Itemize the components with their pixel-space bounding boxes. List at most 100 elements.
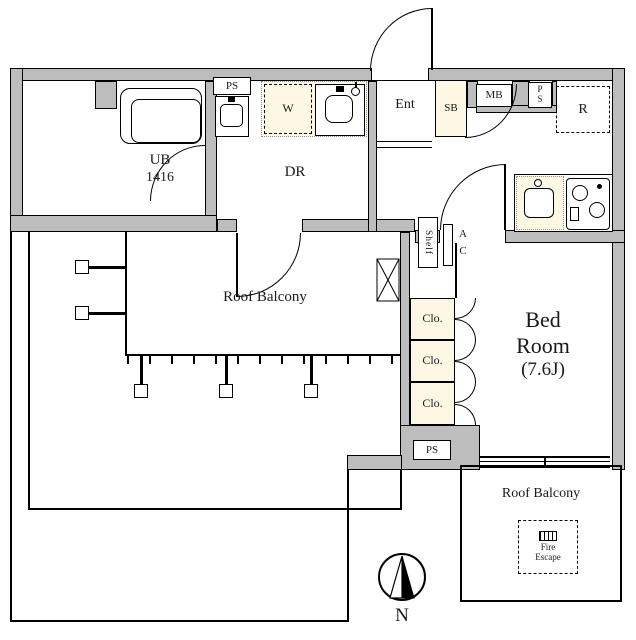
fence-left	[125, 232, 127, 356]
wall-top-left	[10, 68, 372, 81]
boundary-left	[10, 232, 12, 622]
roof-balcony-right-label: Roof Balcony	[478, 486, 604, 502]
shelf-label: Shelf	[423, 229, 434, 256]
balcony-inner-right	[400, 470, 402, 510]
ac-a: A	[459, 227, 467, 240]
shoe-box: SB	[435, 80, 467, 137]
ac-label-a: A	[456, 227, 470, 241]
dining-room-label: DR	[272, 163, 318, 183]
fence-bottom	[125, 354, 400, 356]
kitchen-sink	[524, 188, 554, 218]
ac-c: C	[459, 244, 467, 257]
stove-frame	[566, 178, 610, 230]
wall-notch	[95, 81, 117, 109]
pipe-space-top: PS	[213, 77, 251, 95]
boundary-right-lower	[347, 470, 349, 622]
ac-label-c: C	[456, 244, 470, 258]
dr-balcony-door-arc	[237, 233, 301, 297]
stove-burner-2	[589, 202, 605, 218]
ps-bottom-label: PS	[425, 443, 439, 456]
wall-dr-bottom-right	[302, 219, 415, 232]
closet3-door-arc-top	[455, 382, 476, 403]
wall-right	[612, 68, 625, 470]
bedroom-window-tick	[544, 457, 546, 467]
bathtub-inner	[131, 99, 201, 143]
outdoor-unit-icon	[376, 258, 400, 302]
bedroom-door-arc	[440, 164, 506, 230]
washer-space: W	[264, 84, 312, 134]
washbasin-bowl	[325, 95, 353, 123]
fence-post-2-foot	[219, 384, 233, 398]
vanity-basin	[220, 104, 243, 127]
faucet-spout	[355, 82, 357, 88]
pipe-space-right: P S	[528, 82, 552, 108]
fire-escape-ladder-icon	[539, 531, 557, 542]
ub-label: UB 1416	[126, 150, 194, 188]
shelf: Shelf	[418, 217, 438, 268]
fence-post-3	[310, 356, 313, 386]
fire-escape-hatch: Fire Escape	[518, 520, 578, 574]
refrigerator-space: R	[556, 86, 610, 133]
roof-balcony-right-text: Roof Balcony	[501, 485, 581, 501]
balcony-inner-bottom	[28, 508, 402, 510]
roof-balcony-left-label: Roof Balcony	[195, 289, 335, 307]
ub-name: UB	[149, 151, 171, 168]
ac-slot	[443, 224, 453, 266]
bedroom-line1: Bed	[525, 306, 561, 332]
closet1-door-arc-top	[455, 298, 476, 319]
entrance-step-line-2	[377, 147, 432, 148]
fence-post-3-foot	[304, 384, 318, 398]
wall-left	[10, 68, 23, 232]
bedroom-label: Bed Room (7.6J)	[493, 303, 593, 385]
vanity-tap	[228, 97, 235, 102]
sb-label: SB	[444, 102, 458, 115]
bathtub	[120, 88, 202, 144]
wall-balcony-bottom-band	[347, 455, 402, 470]
compass-north-label: N	[390, 603, 414, 629]
stove-grill	[570, 207, 579, 221]
faucet-icon	[351, 87, 360, 96]
ps-top-label: PS	[225, 79, 239, 92]
ent-text: Ent	[395, 96, 415, 112]
roof-balcony-right	[460, 465, 622, 602]
entrance-door-leaf	[431, 8, 433, 70]
fence-post-2	[225, 356, 228, 386]
washbasin-tap	[336, 86, 344, 92]
washer-label: W	[282, 101, 294, 116]
bedroom-size: (7.6J)	[521, 358, 565, 380]
entrance-threshold	[372, 80, 428, 81]
refrigerator-label: R	[578, 101, 588, 117]
closet-3: Clo.	[410, 382, 455, 425]
mb-label: MB	[485, 89, 503, 102]
fence-post-left-2-foot	[75, 306, 89, 320]
fence-ticks	[127, 356, 398, 364]
fire-escape-line1: Fire	[540, 542, 556, 553]
ps-right-p: P	[537, 84, 543, 95]
closet2-door-arc-bottom	[455, 361, 476, 382]
shelf-bedroom-divider	[455, 243, 457, 298]
closet3-door-arc-bottom	[455, 404, 476, 425]
meter-box: MB	[476, 84, 512, 107]
kitchen-faucet-icon	[534, 179, 542, 187]
wall-dr-bottom-left	[217, 219, 237, 232]
fence-post-left-1-foot	[75, 260, 89, 274]
entrance-step-line-1	[377, 141, 432, 142]
boundary-bottom	[10, 620, 349, 622]
closet-1: Clo.	[410, 298, 455, 340]
bedroom-door-leaf	[504, 164, 506, 230]
ps-right-s: S	[537, 94, 543, 104]
ub-size: 1416	[146, 169, 174, 185]
fence-post-1	[140, 356, 143, 386]
entrance-door-arc	[370, 8, 432, 71]
fence-post-left-2	[88, 312, 126, 315]
wall-under-ub	[10, 215, 217, 232]
closet2-door-arc-top	[455, 340, 476, 361]
compass-n: N	[395, 604, 409, 626]
closet-2-label: Clo.	[422, 353, 443, 368]
fence-post-1-foot	[134, 384, 148, 398]
bedroom-line2: Room	[516, 332, 570, 358]
fire-escape-line2: Escape	[535, 552, 561, 562]
fence-post-left-1	[88, 266, 126, 269]
closet-3-label: Clo.	[422, 395, 443, 410]
